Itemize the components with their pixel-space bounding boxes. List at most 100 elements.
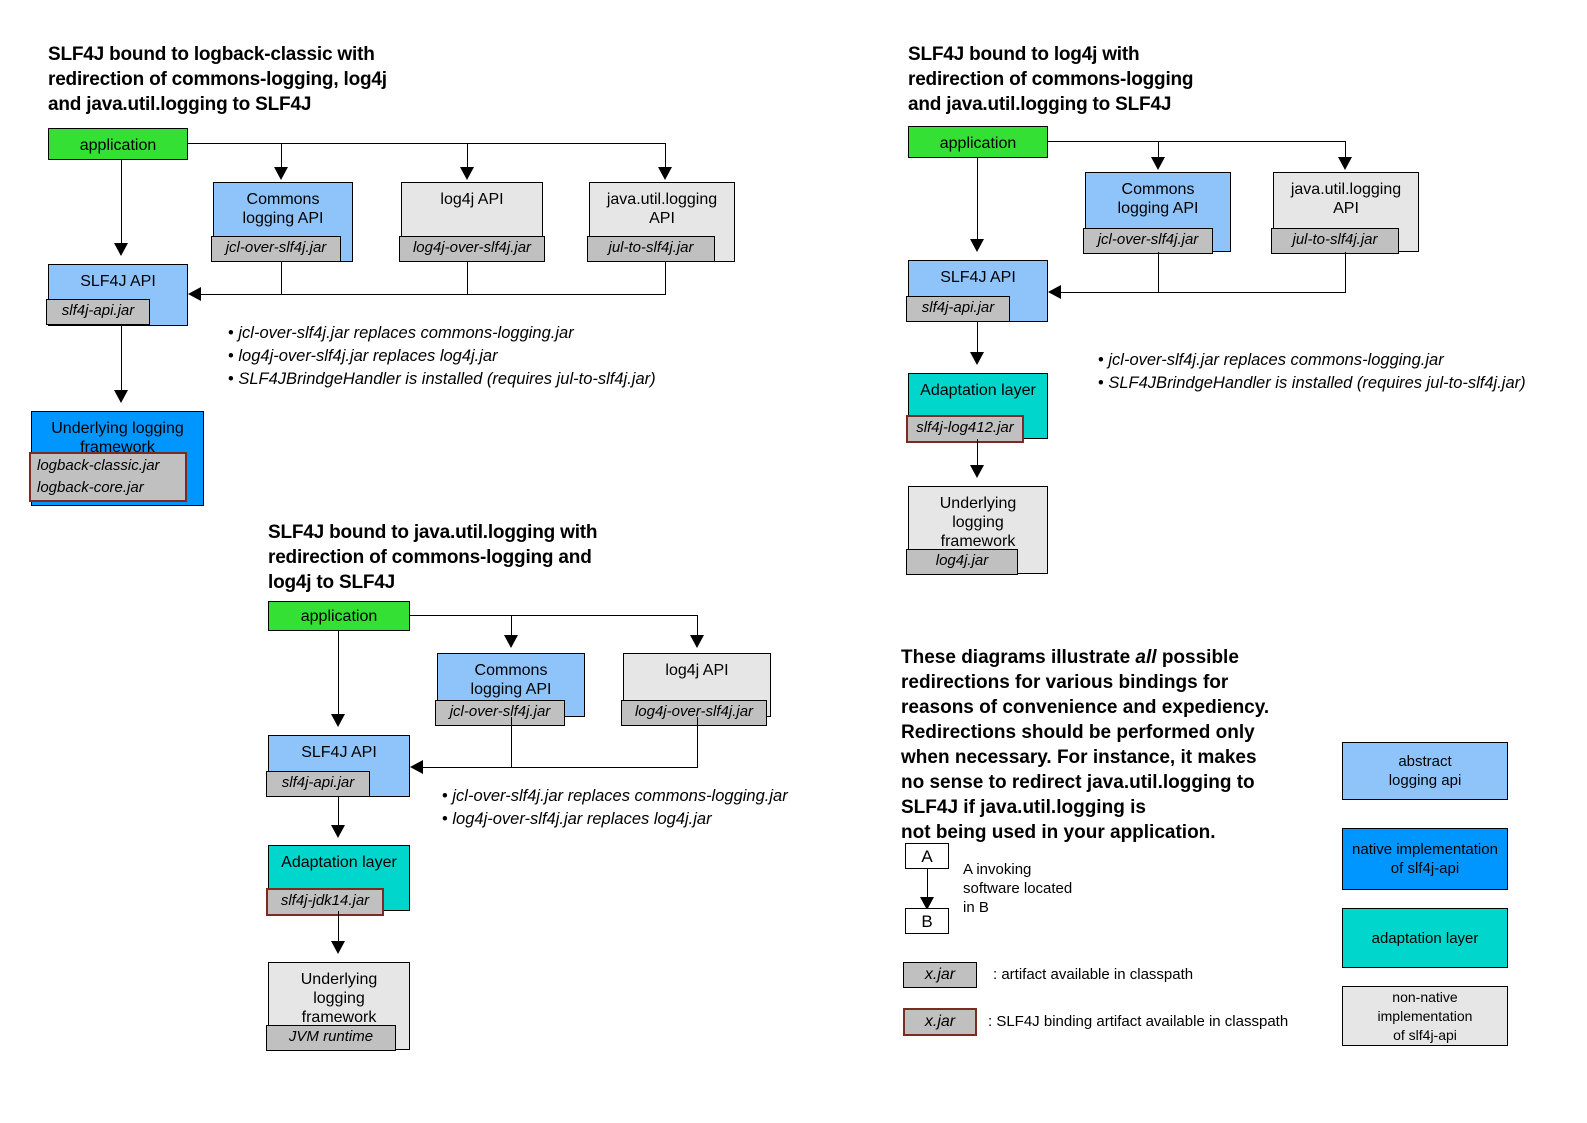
d3-arrow-to-log4j <box>690 635 704 648</box>
d1-edge-app-to-jul <box>665 143 666 169</box>
d1-arrow-to-log4j <box>460 167 474 180</box>
d3-arrow-return-to-slf4j <box>410 760 423 774</box>
d1-slf4j-api-label: SLF4J API <box>80 273 156 290</box>
d2-log4j-jar-chip: log4j.jar <box>906 549 1018 575</box>
d2-arrow-slf4j-to-adaptation <box>970 352 984 365</box>
d1-commons-logging-api-label: Commons logging API <box>242 191 324 227</box>
d1-log4j-over-slf4j-jar-chip: log4j-over-slf4j.jar <box>399 236 545 262</box>
legend-swatch-native-implementation: native implementation of slf4j-api <box>1342 828 1508 890</box>
legend-arrow-line <box>927 869 928 899</box>
d2-slf4j-api-label: SLF4J API <box>940 269 1016 286</box>
d3-arrow-app-to-slf4j <box>331 714 345 727</box>
d1-edge-app-to-slf4j <box>121 160 122 245</box>
d3-adaptation-layer-label: Adaptation layer <box>281 854 397 871</box>
d2-commons-logging-api-label: Commons logging API <box>1117 181 1199 217</box>
d3-edge-log4j-down <box>697 717 698 767</box>
d1-jcl-over-slf4j-jar-chip: jcl-over-slf4j.jar <box>211 236 341 262</box>
d2-jul-api-label: java.util.logging API <box>1290 181 1402 217</box>
d3-edge-return-bus <box>421 767 698 768</box>
legend-jar-plain-caption: : artifact available in classpath <box>993 966 1194 983</box>
diagram3-title: SLF4J bound to java.util.logging with re… <box>268 522 598 593</box>
legend-arrow-head-icon <box>920 897 934 910</box>
d1-edge-slf4j-to-underlying <box>121 326 122 392</box>
d1-logback-jars-chip: logback-classic.jar logback-core.jar <box>29 452 187 502</box>
d2-jcl-over-slf4j-jar-chip: jcl-over-slf4j.jar <box>1083 228 1213 254</box>
d1-slf4j-api-jar-chip: slf4j-api.jar <box>46 299 150 325</box>
explanatory-note-part1: These diagrams illustrate <box>901 647 1136 668</box>
d1-edge-app-to-commons <box>281 143 282 169</box>
d3-note-1: log4j-over-slf4j.jar replaces log4j.jar <box>442 808 788 831</box>
explanatory-note: These diagrams illustrate all possible r… <box>901 620 1341 845</box>
d1-arrow-app-to-slf4j <box>114 243 128 256</box>
d2-edge-return-bus <box>1059 292 1346 293</box>
d1-underlying-framework-label: Underlying logging framework <box>51 420 184 456</box>
d1-edge-jul-down <box>665 262 666 294</box>
d2-arrow-app-to-slf4j <box>970 239 984 252</box>
legend-box-b: B <box>905 908 949 934</box>
d2-slf4j-log412-jar-chip: slf4j-log412.jar <box>906 415 1024 443</box>
d2-edge-commons-down <box>1158 252 1159 292</box>
d2-arrow-adaptation-to-underlying <box>970 465 984 478</box>
d3-slf4j-api-jar-chip: slf4j-api.jar <box>266 771 370 797</box>
explanatory-note-emphasis: all <box>1135 647 1157 668</box>
d3-application-label: application <box>300 608 378 625</box>
d2-edge-app-bus <box>1048 141 1346 142</box>
d2-slf4j-api-jar-chip: slf4j-api.jar <box>906 296 1010 322</box>
d2-notes-list: jcl-over-slf4j.jar replaces commons-logg… <box>1098 349 1526 395</box>
legend-box-a: A <box>905 843 949 869</box>
d3-log4j-over-slf4j-jar-chip: log4j-over-slf4j.jar <box>621 700 767 726</box>
d3-jvm-runtime-chip: JVM runtime <box>266 1025 396 1051</box>
d1-note-1: log4j-over-slf4j.jar replaces log4j.jar <box>228 345 656 368</box>
d3-arrow-to-commons <box>504 635 518 648</box>
d2-arrow-return-to-slf4j <box>1048 285 1061 299</box>
d3-edge-commons-down <box>511 717 512 767</box>
d2-arrow-to-jul <box>1338 157 1352 170</box>
d3-edge-adaptation-to-underlying <box>338 911 339 943</box>
d1-arrow-slf4j-to-underlying <box>114 390 128 403</box>
d1-jul-to-slf4j-jar-chip: jul-to-slf4j.jar <box>587 236 715 262</box>
d2-underlying-framework-label: Underlying logging framework <box>939 495 1017 550</box>
d2-application-label: application <box>939 135 1017 152</box>
d3-edge-app-bus <box>410 615 698 616</box>
d1-edge-return-bus <box>199 294 666 295</box>
d3-edge-app-to-log4j <box>697 615 698 637</box>
legend-swatch-adaptation-layer: adaptation layer <box>1342 908 1508 968</box>
explanatory-note-part2: possible redirections for various bindin… <box>901 647 1270 843</box>
d1-note-0: jcl-over-slf4j.jar replaces commons-logg… <box>228 322 656 345</box>
d3-edge-slf4j-to-adaptation <box>338 797 339 827</box>
d2-adaptation-layer-label: Adaptation layer <box>920 382 1036 399</box>
d1-edge-log4j-down <box>467 262 468 294</box>
diagram2-title: SLF4J bound to log4j with redirection of… <box>908 44 1194 115</box>
d3-commons-logging-api-label: Commons logging API <box>470 662 552 698</box>
d1-application-box: application <box>48 128 188 160</box>
d3-arrow-slf4j-to-adaptation <box>331 825 345 838</box>
diagram1-title: SLF4J bound to logback-classic with redi… <box>48 44 387 115</box>
d2-application-box: application <box>908 126 1048 158</box>
d2-edge-adaptation-to-underlying <box>977 439 978 467</box>
d1-edge-commons-down <box>281 262 282 294</box>
d2-edge-jul-down <box>1345 252 1346 292</box>
d1-arrow-to-commons <box>274 167 288 180</box>
legend-jar-binding-caption: : SLF4J binding artifact available in cl… <box>988 1013 1289 1030</box>
d2-note-0: jcl-over-slf4j.jar replaces commons-logg… <box>1098 349 1526 372</box>
d3-jcl-over-slf4j-jar-chip: jcl-over-slf4j.jar <box>435 700 565 726</box>
d1-arrow-return-to-slf4j <box>188 287 201 301</box>
d2-arrow-to-commons <box>1151 157 1165 170</box>
d2-edge-app-to-commons <box>1158 141 1159 159</box>
d3-application-box: application <box>268 601 410 631</box>
d1-application-label: application <box>79 137 157 154</box>
d1-arrow-to-jul <box>658 167 672 180</box>
d1-jul-api-label: java.util.logging API <box>606 191 718 227</box>
d2-jul-to-slf4j-jar-chip: jul-to-slf4j.jar <box>1271 228 1399 254</box>
d3-note-0: jcl-over-slf4j.jar replaces commons-logg… <box>442 785 787 808</box>
d1-edge-app-bus <box>188 143 666 144</box>
legend-swatch-abstract-logging-api: abstract logging api <box>1342 742 1508 800</box>
legend-jar-binding-chip: x.jar <box>903 1008 977 1036</box>
d2-edge-app-to-slf4j <box>977 158 978 241</box>
d3-edge-app-to-slf4j <box>338 631 339 716</box>
d3-slf4j-api-label: SLF4J API <box>301 744 377 761</box>
d2-edge-slf4j-to-adaptation <box>977 322 978 354</box>
d1-note-2: SLF4JBrindgeHandler is installed (requir… <box>228 368 655 391</box>
d3-arrow-adaptation-to-underlying <box>331 941 345 954</box>
d3-slf4j-jdk14-jar-chip: slf4j-jdk14.jar <box>266 888 384 916</box>
